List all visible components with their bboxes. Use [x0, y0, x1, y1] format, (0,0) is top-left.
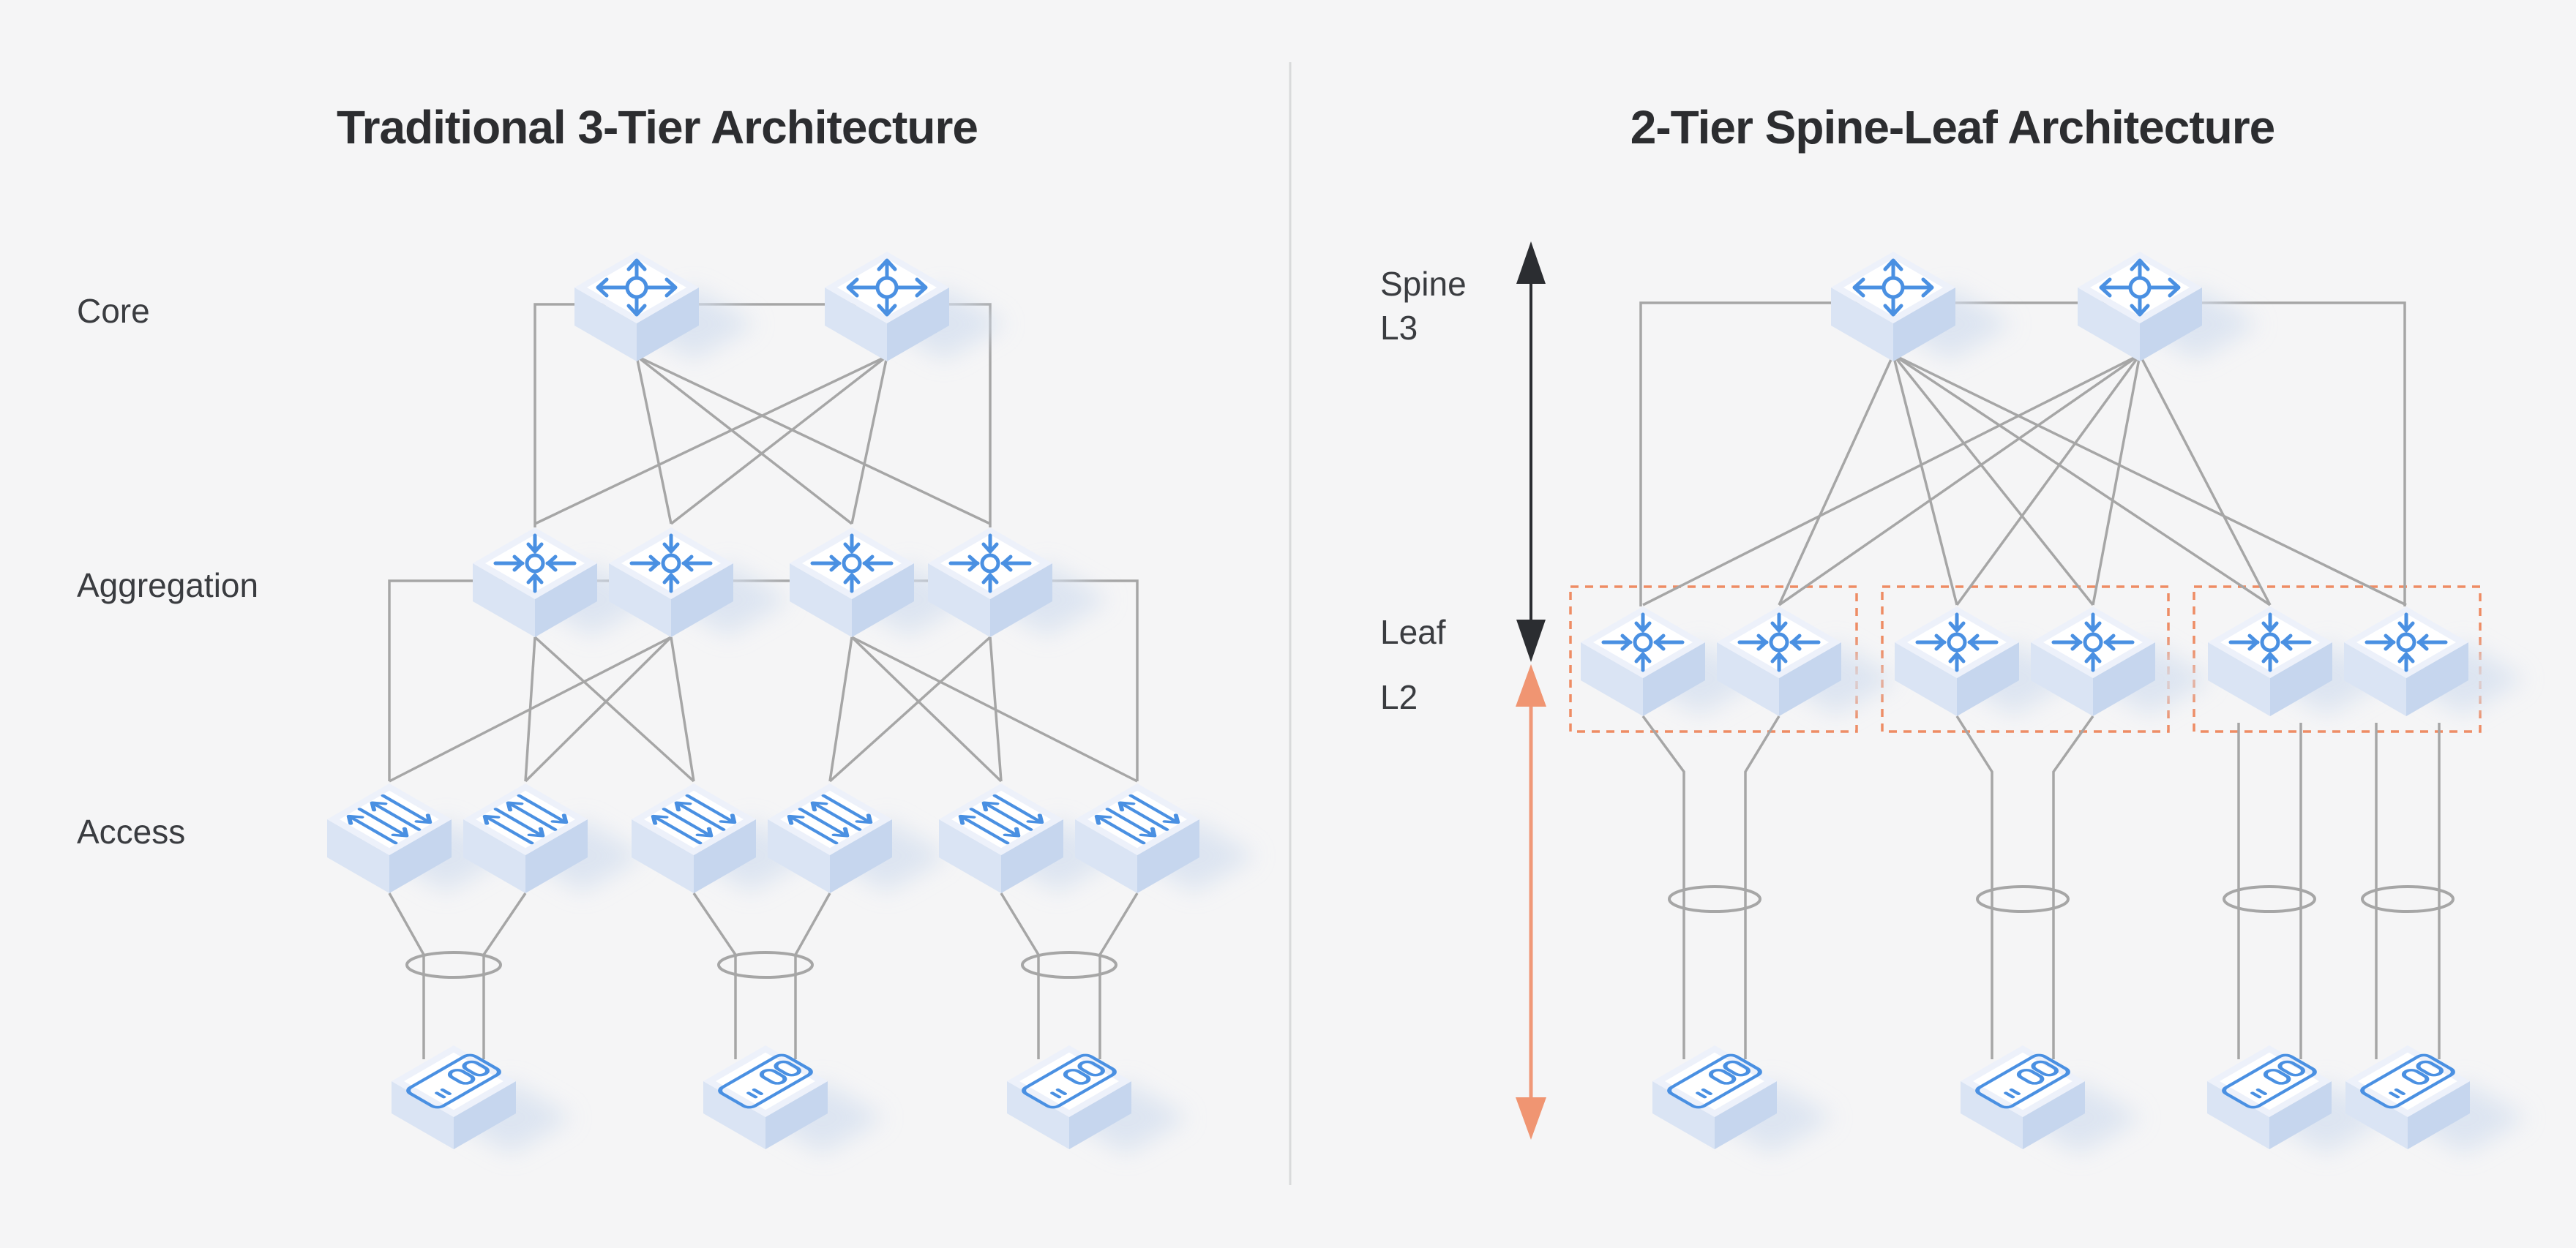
access-switch-3	[632, 783, 813, 893]
tier-label-leaf-layer: L2	[1380, 678, 1418, 716]
spine-extent-arrow	[1516, 241, 1546, 662]
spine-switch-1	[1831, 252, 2012, 361]
lag-ellipse-icon	[717, 951, 814, 979]
server-left-2	[703, 1045, 885, 1154]
lag-ellipse-icon	[2223, 885, 2316, 913]
network-links	[388, 301, 2441, 1059]
lag-ellipse-icon	[1668, 885, 1761, 913]
tier-label-spine: Spine	[1380, 265, 1467, 303]
tier-label-leaf: Leaf	[1380, 613, 1446, 651]
server-left-3	[1007, 1045, 1188, 1154]
tier-label-access: Access	[77, 813, 185, 851]
tier-label-core: Core	[77, 292, 150, 330]
server-left-1	[392, 1045, 573, 1154]
core-switch-1	[574, 252, 756, 361]
leaf-switch-4	[2031, 606, 2212, 716]
server-right-1	[1652, 1045, 1834, 1154]
access-switch-4	[768, 783, 949, 893]
tier-label-aggregation: Aggregation	[77, 566, 258, 604]
access-switch-5	[939, 783, 1120, 893]
right-diagram-title: 2-Tier Spine-Leaf Architecture	[1630, 101, 2274, 154]
l2-domain-extent-arrow	[1516, 664, 1546, 1140]
leaf-switch-2	[1717, 606, 1898, 716]
aggregation-switch-4	[928, 527, 1109, 637]
tier-label-spine-layer: L3	[1380, 309, 1418, 347]
lag-ellipse-icon	[1021, 951, 1117, 979]
core-switch-2	[825, 252, 1006, 361]
server-right-4	[2345, 1045, 2527, 1154]
access-switch-2	[463, 783, 645, 893]
server-right-2	[1961, 1045, 2142, 1154]
leaf-switch-5	[2208, 606, 2389, 716]
lag-ellipse-icon	[1976, 885, 2070, 913]
leaf-switch-6	[2344, 606, 2526, 716]
lag-ellipse-icon	[2361, 885, 2455, 913]
left-diagram-title: Traditional 3-Tier Architecture	[337, 101, 978, 154]
leaf-switch-3	[1895, 606, 2076, 716]
lag-ellipse-icon	[405, 951, 502, 979]
lag-ellipses	[405, 885, 2455, 979]
spine-switch-2	[2078, 252, 2259, 361]
access-switch-6	[1075, 783, 1257, 893]
network-devices	[327, 252, 2527, 1154]
aggregation-switch-2	[609, 527, 790, 637]
